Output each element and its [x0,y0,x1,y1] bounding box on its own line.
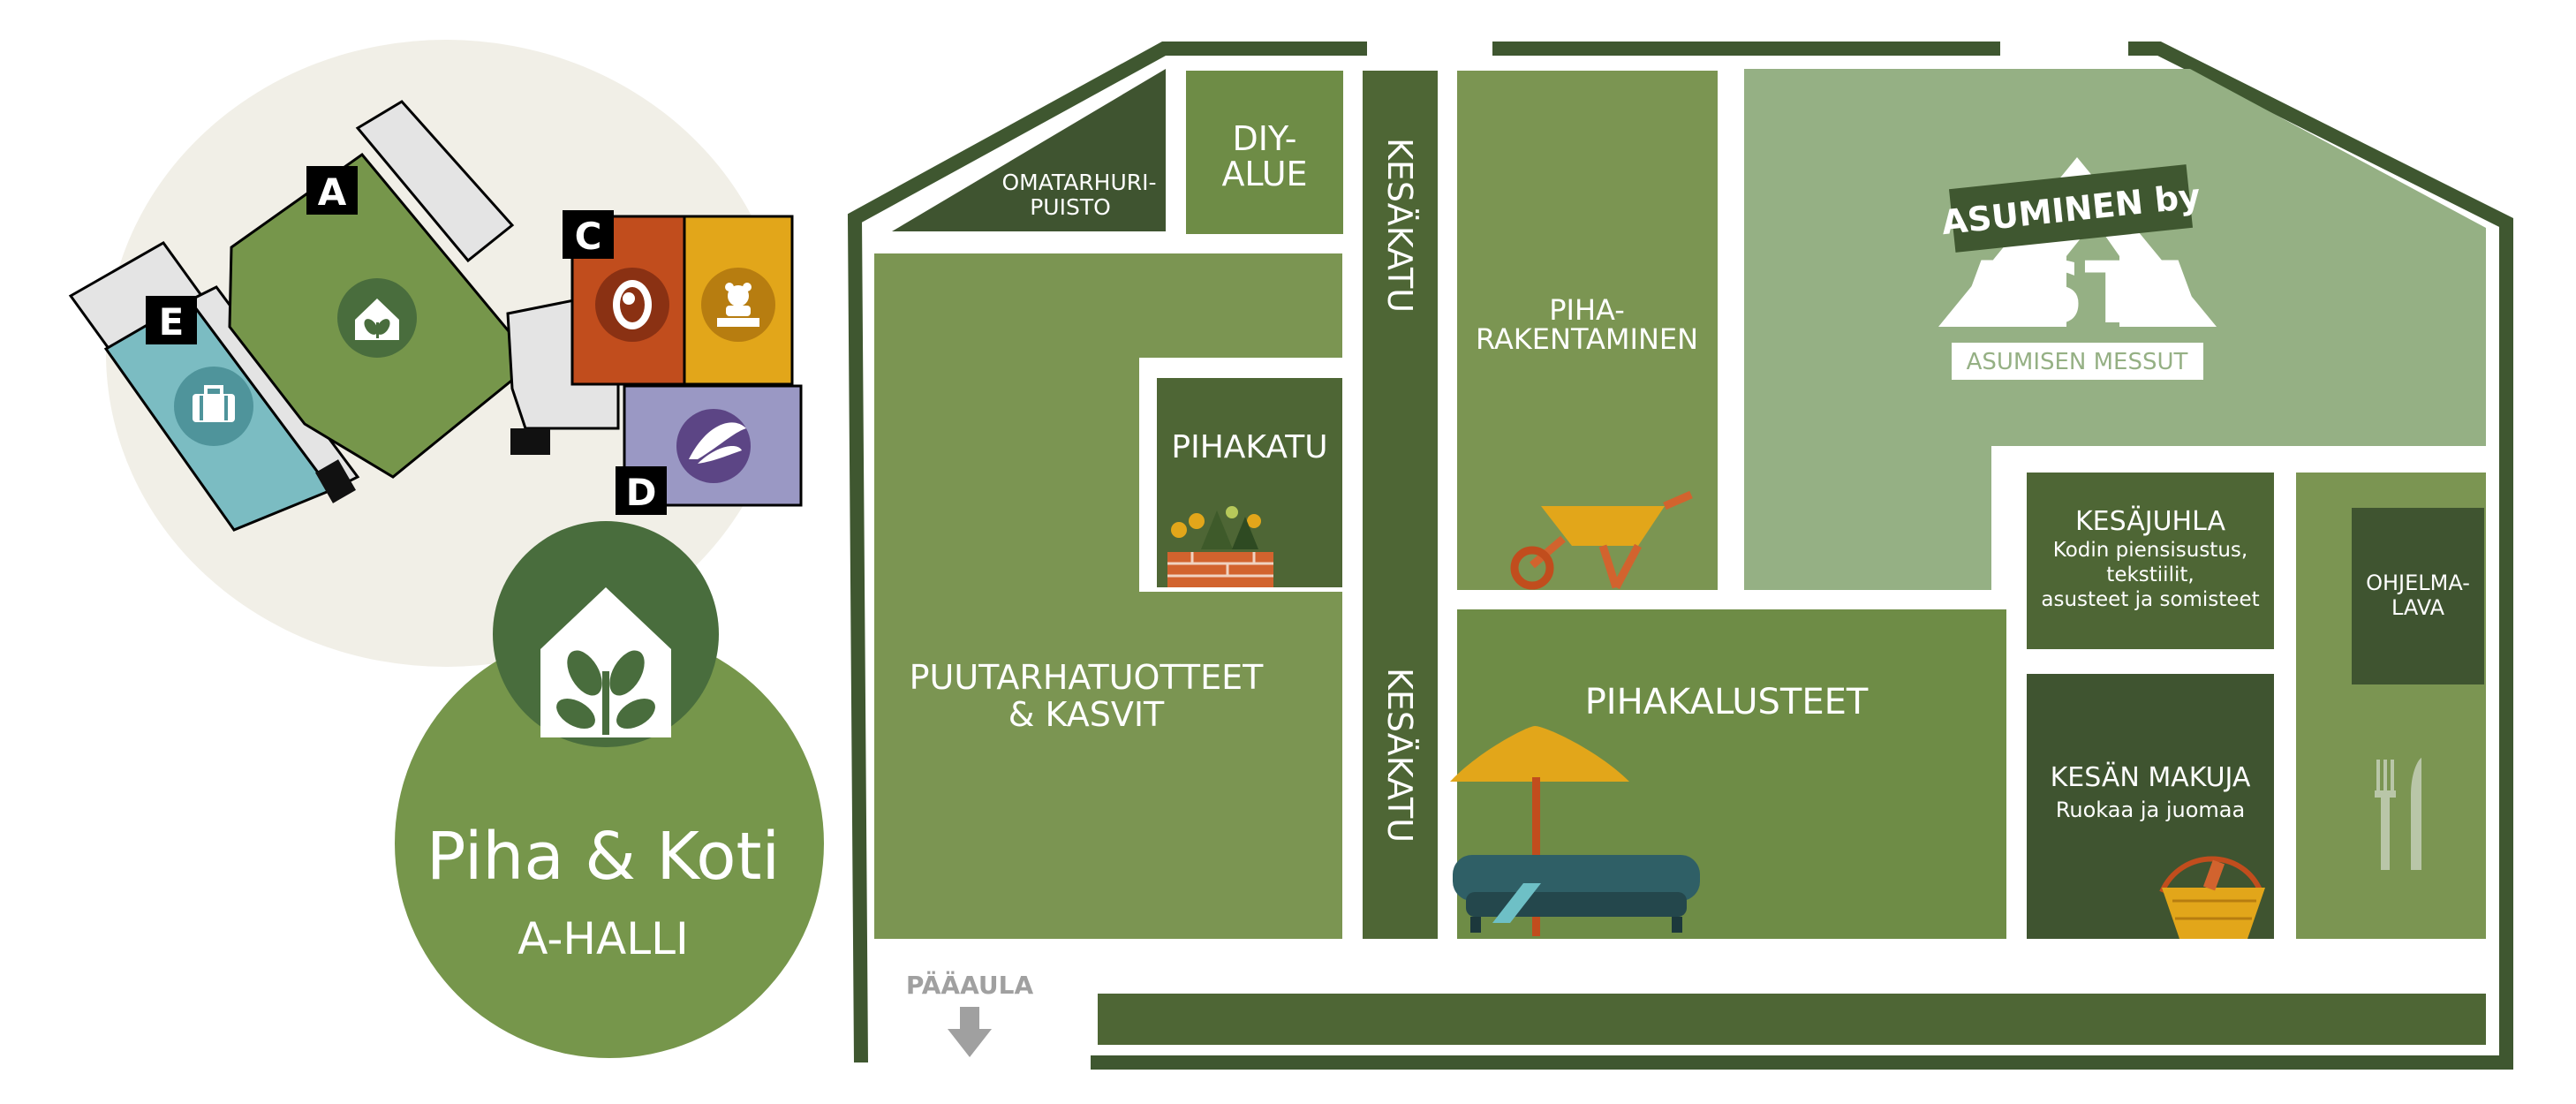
area-omatarhuripuisto[interactable] [892,69,1166,231]
outer-wall [847,42,2513,1070]
cameo-icon [595,268,669,342]
house-plant-icon [337,278,417,358]
area-ohjelmalava[interactable] [2352,508,2484,684]
arrow-down-icon [948,1007,992,1057]
floor-plan: OMATARHURI- PUISTO DIY- ALUE KESÄKATU KE… [847,42,2513,1070]
area-puutarhatuotteet[interactable] [874,253,1342,939]
teddy-bear-icon [701,268,775,342]
logo-name: ASTA [1958,244,2202,343]
asta-logo: ASUMINEN by ASTA ASUMISEN MESSUT [1938,157,2217,380]
label-diy-2: ALUE [1221,155,1307,193]
svg-text:C: C [575,215,602,258]
label-kesajuhla-title: KESÄJUHLA [2075,505,2226,537]
fork-knife-icon [2375,758,2421,870]
hall-letter-e: E [146,296,197,344]
label-kesakatu-top: KESÄKATU [1380,138,1419,313]
label-kesajuhla-line3: asusteet ja somisteet [2041,588,2259,611]
legend-title: Piha & Koti [427,819,780,895]
label-makuja-sub: Ruokaa ja juomaa [2056,798,2245,822]
bottom-corridor [1098,994,2486,1045]
house-plant-icon [540,587,671,737]
sofa-parasol-icon [1450,726,1700,936]
hall-letter-d: D [616,466,667,515]
area-asuminen-by-asta[interactable] [1744,69,2486,590]
svg-text:A: A [318,170,347,214]
bird-wing-icon [676,409,751,483]
label-pihakalusteet: PIHAKALUSTEET [1585,682,1869,722]
picnic-basket-icon [2159,856,2265,939]
svg-text:E: E [159,300,185,344]
label-puutarha-1: PUUTARHATUOTTEET [910,658,1265,697]
label-diy-1: DIY- [1233,119,1297,158]
label-ohjelmalava-2: LAVA [2391,595,2445,620]
label-kesajuhla-line1: Kodin piensisustus, [2053,539,2247,562]
label-omatarhuripuisto-2: PUISTO [1030,194,1111,220]
area-kesajuhla[interactable] [2027,473,2274,649]
label-puutarha-2: & KASVIT [1008,695,1165,734]
legend-subtitle: A-HALLI [517,913,688,964]
label-pihakatu: PIHAKATU [1171,429,1327,465]
label-makuja-title: KESÄN MAKUJA [2051,761,2251,793]
hall-e-door [315,459,356,503]
hall-connector-door [510,428,550,455]
hall-letter-a: A [306,166,358,215]
wheelbarrow-icon [1510,490,1693,590]
label-omatarhuripuisto-1: OMATARHURI- [1001,170,1156,195]
flower-planter-icon [1167,506,1273,587]
hall-e-connector [187,285,360,492]
hall-a-annex [355,100,515,263]
halls-overview: A C D E [68,40,803,667]
label-kesakatu-bottom: KESÄKATU [1380,668,1419,843]
area-diy-alue[interactable] [1186,71,1343,234]
label-paaaula: PÄÄAULA [906,970,1034,1000]
label-ohjelmalava-1: OHJELMA- [2366,571,2470,595]
hall-letter-c: C [563,210,614,259]
legend-circle [395,629,824,1058]
label-pihara-2: RAKENTAMINEN [1476,322,1698,356]
legend-badge: Piha & Koti A-HALLI [395,521,824,1058]
label-kesajuhla-line2: tekstiilit, [2106,563,2194,586]
suitcase-icon [174,367,253,446]
area-kesakatu[interactable] [1363,71,1438,939]
logo-tagline: ASUMISEN MESSUT [1967,349,2188,375]
label-pihara-1: PIHA- [1549,293,1625,327]
svg-text:D: D [626,471,657,514]
